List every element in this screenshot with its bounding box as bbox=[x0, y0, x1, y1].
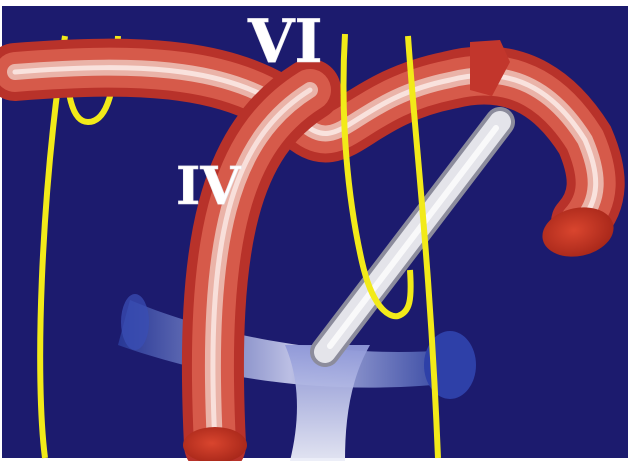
label-vi: VI bbox=[247, 7, 323, 77]
label-iv: IV bbox=[176, 156, 242, 217]
